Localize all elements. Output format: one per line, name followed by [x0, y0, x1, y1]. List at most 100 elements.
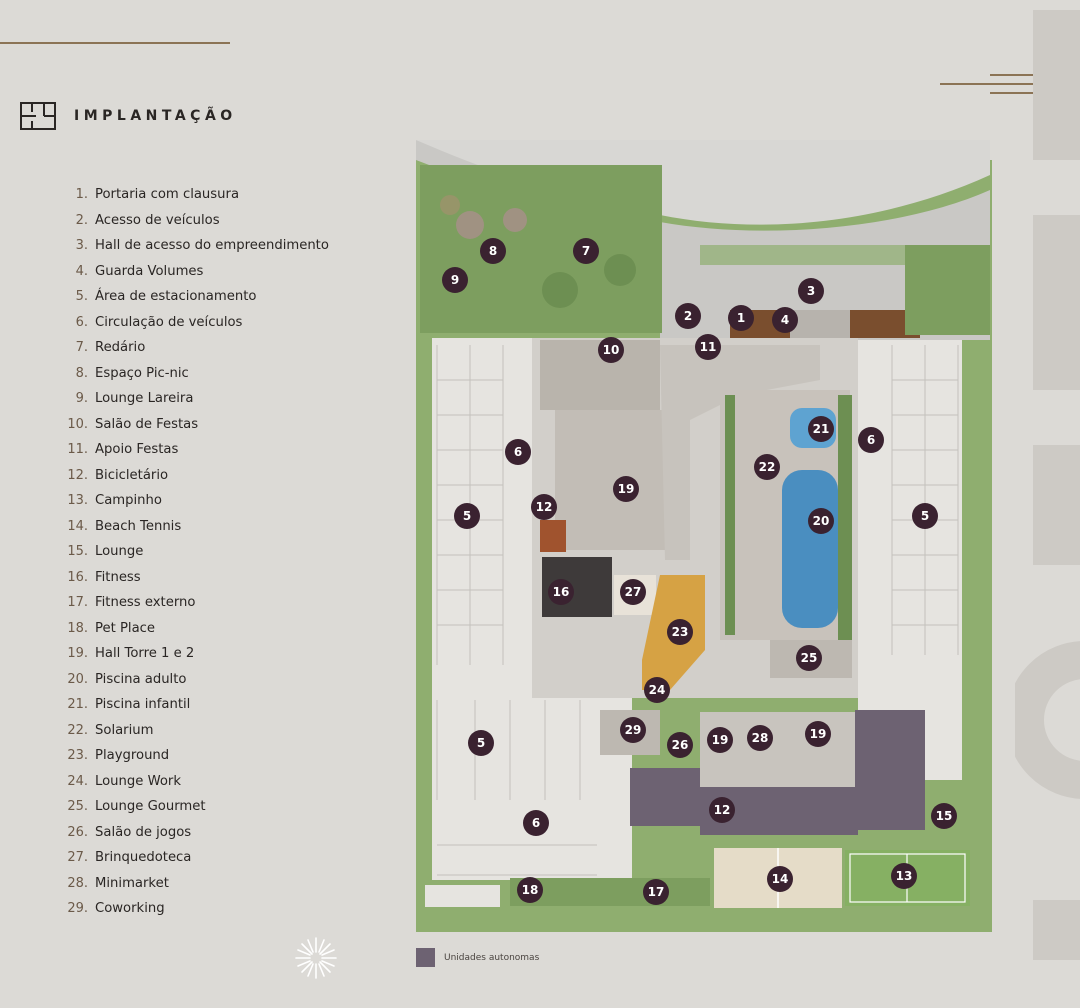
- legend-item: 9. Lounge Lareira: [56, 386, 329, 412]
- legend-label: Campinho: [95, 493, 162, 509]
- legend-item: 3.Hall de acesso do empreendimento: [56, 233, 329, 259]
- legend-number: 28.: [67, 875, 88, 891]
- map-marker[interactable]: 6: [505, 439, 531, 465]
- legend-item: 19.Hall Torre 1 e 2: [56, 641, 329, 667]
- legend-item: 23. Playground: [56, 743, 329, 769]
- legend-item: 21.Piscina infantil: [56, 692, 329, 718]
- legend-item: 10.Salão de Festas: [56, 412, 329, 438]
- map-marker[interactable]: 8: [480, 238, 506, 264]
- map-marker[interactable]: 5: [468, 730, 494, 756]
- map-marker[interactable]: 27: [620, 579, 646, 605]
- map-marker[interactable]: 25: [796, 645, 822, 671]
- map-marker[interactable]: 16: [548, 579, 574, 605]
- legend-label: Fitness: [95, 569, 141, 585]
- legend-item: 28. Minimarket: [56, 871, 329, 897]
- map-marker[interactable]: 13: [891, 863, 917, 889]
- map-marker[interactable]: 11: [695, 334, 721, 360]
- map-marker[interactable]: 28: [747, 725, 773, 751]
- map-marker[interactable]: 10: [598, 337, 624, 363]
- legend-number: 29.: [67, 901, 88, 917]
- legend-number: 18.: [67, 620, 88, 636]
- legend-number: 20.: [67, 671, 88, 687]
- legend-number: 15.: [67, 544, 88, 560]
- legend-item: 25.Lounge Gourmet: [56, 794, 329, 820]
- map-marker[interactable]: 19: [707, 727, 733, 753]
- map-marker[interactable]: 4: [772, 307, 798, 333]
- legend-item: 26.Salão de jogos: [56, 820, 329, 846]
- legend-label: Lounge: [95, 544, 144, 560]
- legend-label: Lounge Lareira: [95, 391, 194, 407]
- starburst-logo-icon: [295, 937, 337, 979]
- units-swatch: [416, 948, 435, 967]
- legend-label: Minimarket: [95, 875, 169, 891]
- pool-adult: [782, 470, 838, 628]
- legend-number: 5.: [75, 289, 88, 305]
- map-marker[interactable]: 23: [667, 619, 693, 645]
- legend-number: 22.: [67, 722, 88, 738]
- page-header: IMPLANTAÇÃO: [20, 102, 237, 130]
- legend-item: 14.Beach Tennis: [56, 514, 329, 540]
- legend-item: 13. Campinho: [56, 488, 329, 514]
- map-marker[interactable]: 3: [798, 278, 824, 304]
- legend-label: Espaço Pic-nic: [95, 365, 189, 381]
- legend-number: 17.: [67, 595, 88, 611]
- map-marker[interactable]: 21: [808, 416, 834, 442]
- legend-number: 4.: [75, 263, 88, 279]
- map-marker[interactable]: 17: [643, 879, 669, 905]
- map-marker[interactable]: 15: [931, 803, 957, 829]
- map-marker[interactable]: 26: [667, 732, 693, 758]
- map-marker[interactable]: 19: [613, 476, 639, 502]
- legend-number: 13.: [67, 493, 88, 509]
- map-marker[interactable]: 6: [858, 427, 884, 453]
- legend-item: 7.Redário: [56, 335, 329, 361]
- map-marker[interactable]: 18: [517, 877, 543, 903]
- top-accent-rule: [0, 42, 230, 44]
- legend-item: 16. Fitness: [56, 565, 329, 591]
- map-marker[interactable]: 22: [754, 454, 780, 480]
- legend-number: 21.: [67, 697, 88, 713]
- map-marker[interactable]: 5: [912, 503, 938, 529]
- legend-label: Salão de jogos: [95, 824, 192, 840]
- map-marker[interactable]: 29: [620, 717, 646, 743]
- diagonal-walkway: [660, 345, 820, 560]
- legend-item: 2.Acesso de veículos: [56, 208, 329, 234]
- legend-label: Hall de acesso do empreendimento: [95, 238, 329, 254]
- legend-number: 2.: [75, 212, 88, 228]
- map-marker[interactable]: 12: [531, 494, 557, 520]
- towers-hall: [555, 410, 665, 550]
- legend-label: Lounge Gourmet: [95, 799, 206, 815]
- legend-item: 17.Fitness externo: [56, 590, 329, 616]
- legend-item: 4.Guarda Volumes: [56, 259, 329, 285]
- map-marker[interactable]: 14: [767, 866, 793, 892]
- legend-number: 11.: [67, 442, 88, 458]
- map-marker[interactable]: 1: [728, 305, 754, 331]
- legend-number: 7.: [75, 340, 88, 356]
- map-marker[interactable]: 20: [808, 508, 834, 534]
- legend-number: 9.: [75, 391, 88, 407]
- map-marker[interactable]: 7: [573, 238, 599, 264]
- legend-label: Área de estacionamento: [95, 289, 257, 305]
- map-marker[interactable]: 9: [442, 267, 468, 293]
- parking-bottom: [432, 690, 632, 880]
- legend-number: 23.: [67, 748, 88, 764]
- map-marker[interactable]: 12: [709, 797, 735, 823]
- page-title: IMPLANTAÇÃO: [74, 108, 237, 124]
- legend-label: Playground: [95, 748, 170, 764]
- legend-number: 24.: [67, 773, 88, 789]
- map-marker[interactable]: 5: [454, 503, 480, 529]
- map-marker[interactable]: 19: [805, 721, 831, 747]
- bike-rack: [540, 520, 566, 552]
- map-marker[interactable]: 6: [523, 810, 549, 836]
- map-key: Unidades autonomas: [416, 948, 539, 967]
- legend-label: Salão de Festas: [95, 416, 199, 432]
- street-top: [416, 140, 990, 225]
- legend-item: 1.Portaria com clausura: [56, 182, 329, 208]
- legend-number: 1.: [75, 187, 88, 203]
- legend-label: Beach Tennis: [95, 518, 182, 534]
- map-marker[interactable]: 2: [675, 303, 701, 329]
- legend-item: 27.Brinquedoteca: [56, 845, 329, 871]
- map-marker[interactable]: 24: [644, 677, 670, 703]
- floorplan-icon: [20, 102, 56, 130]
- legend-number: 16.: [67, 569, 88, 585]
